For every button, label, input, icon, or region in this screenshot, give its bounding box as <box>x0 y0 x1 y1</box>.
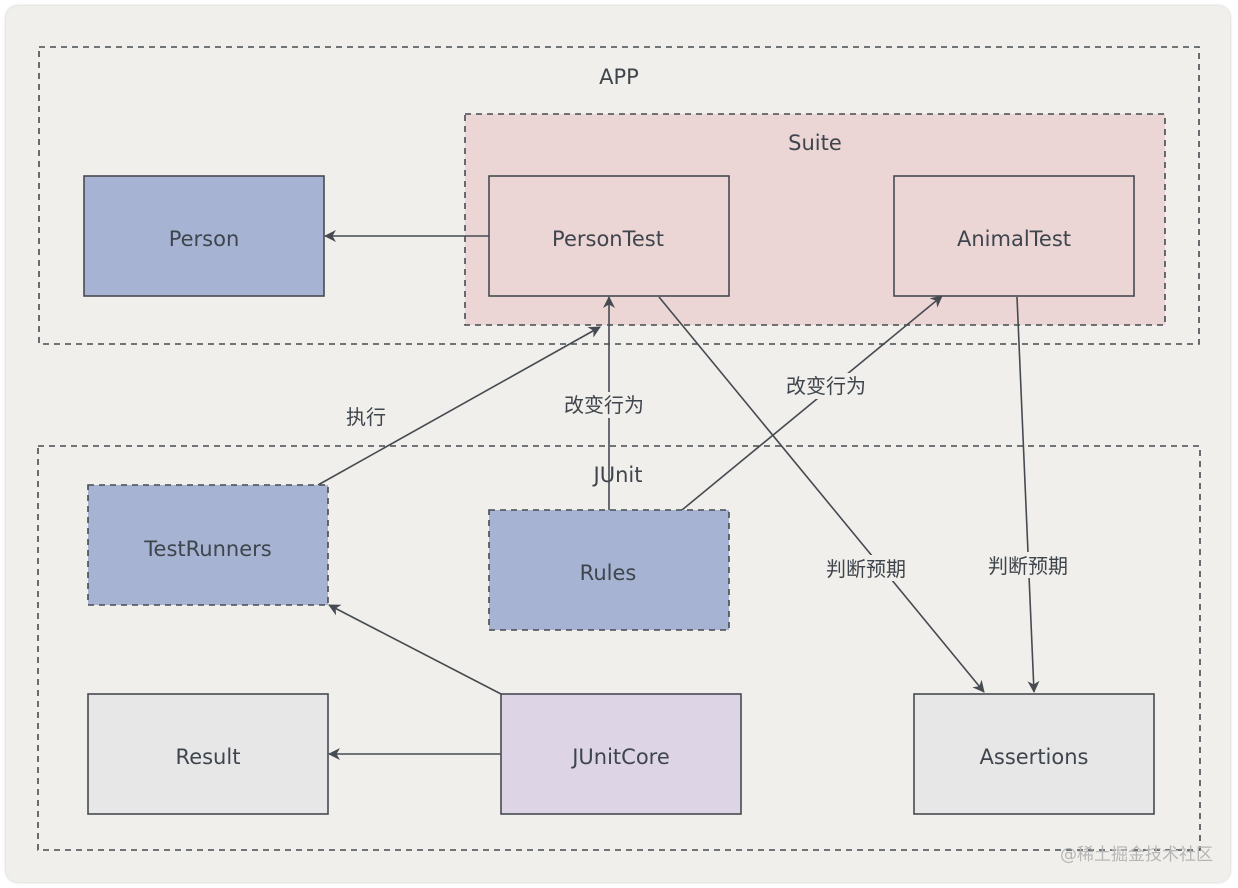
node-testrunners-label: TestRunners <box>143 537 271 561</box>
edge-labels: 执行 改变行为 改变行为 判断预期 判断预期 <box>346 373 1077 581</box>
edge-animaltest-to-assertions <box>1016 296 1040 693</box>
node-person[interactable]: Person <box>83 175 325 297</box>
node-assertions[interactable]: Assertions <box>913 693 1155 815</box>
edge-rules-to-animaltest <box>681 295 943 511</box>
node-animaltest[interactable]: AnimalTest <box>893 175 1135 297</box>
edge-label-check-expectation-animaltest: 判断预期 <box>988 554 1068 578</box>
node-rules-label: Rules <box>580 561 637 585</box>
node-animaltest-label: AnimalTest <box>957 227 1071 251</box>
node-result[interactable]: Result <box>87 693 329 815</box>
node-junitcore[interactable]: JUnitCore <box>500 693 742 815</box>
node-person-label: Person <box>169 227 240 251</box>
node-junitcore-label: JUnitCore <box>570 745 670 769</box>
group-junit-label: JUnit <box>592 463 643 487</box>
group-suite-label: Suite <box>788 131 842 155</box>
node-result-label: Result <box>176 745 241 769</box>
node-persontest-label: PersonTest <box>552 227 664 251</box>
group-junit: JUnit <box>37 445 1201 851</box>
edge-label-change-behavior-persontest: 改变行为 <box>564 393 644 417</box>
group-app: APP <box>38 46 1200 345</box>
edge-label-check-expectation-persontest: 判断预期 <box>826 557 906 581</box>
edge-persontest-to-assertions <box>658 296 985 693</box>
node-testrunners[interactable]: TestRunners <box>87 484 329 606</box>
group-app-label: APP <box>599 65 639 89</box>
node-assertions-label: Assertions <box>980 745 1089 769</box>
edge-label-execute: 执行 <box>346 405 386 429</box>
node-persontest[interactable]: PersonTest <box>488 175 730 297</box>
edge-junitcore-to-testrunners <box>328 604 502 695</box>
edge-label-change-behavior-animaltest: 改变行为 <box>786 374 866 398</box>
watermark: @稀土掘金技术社区 <box>1060 845 1213 865</box>
edge-testrunners-to-persontest <box>317 326 601 486</box>
edges <box>317 230 1040 760</box>
node-rules[interactable]: Rules <box>488 509 730 631</box>
